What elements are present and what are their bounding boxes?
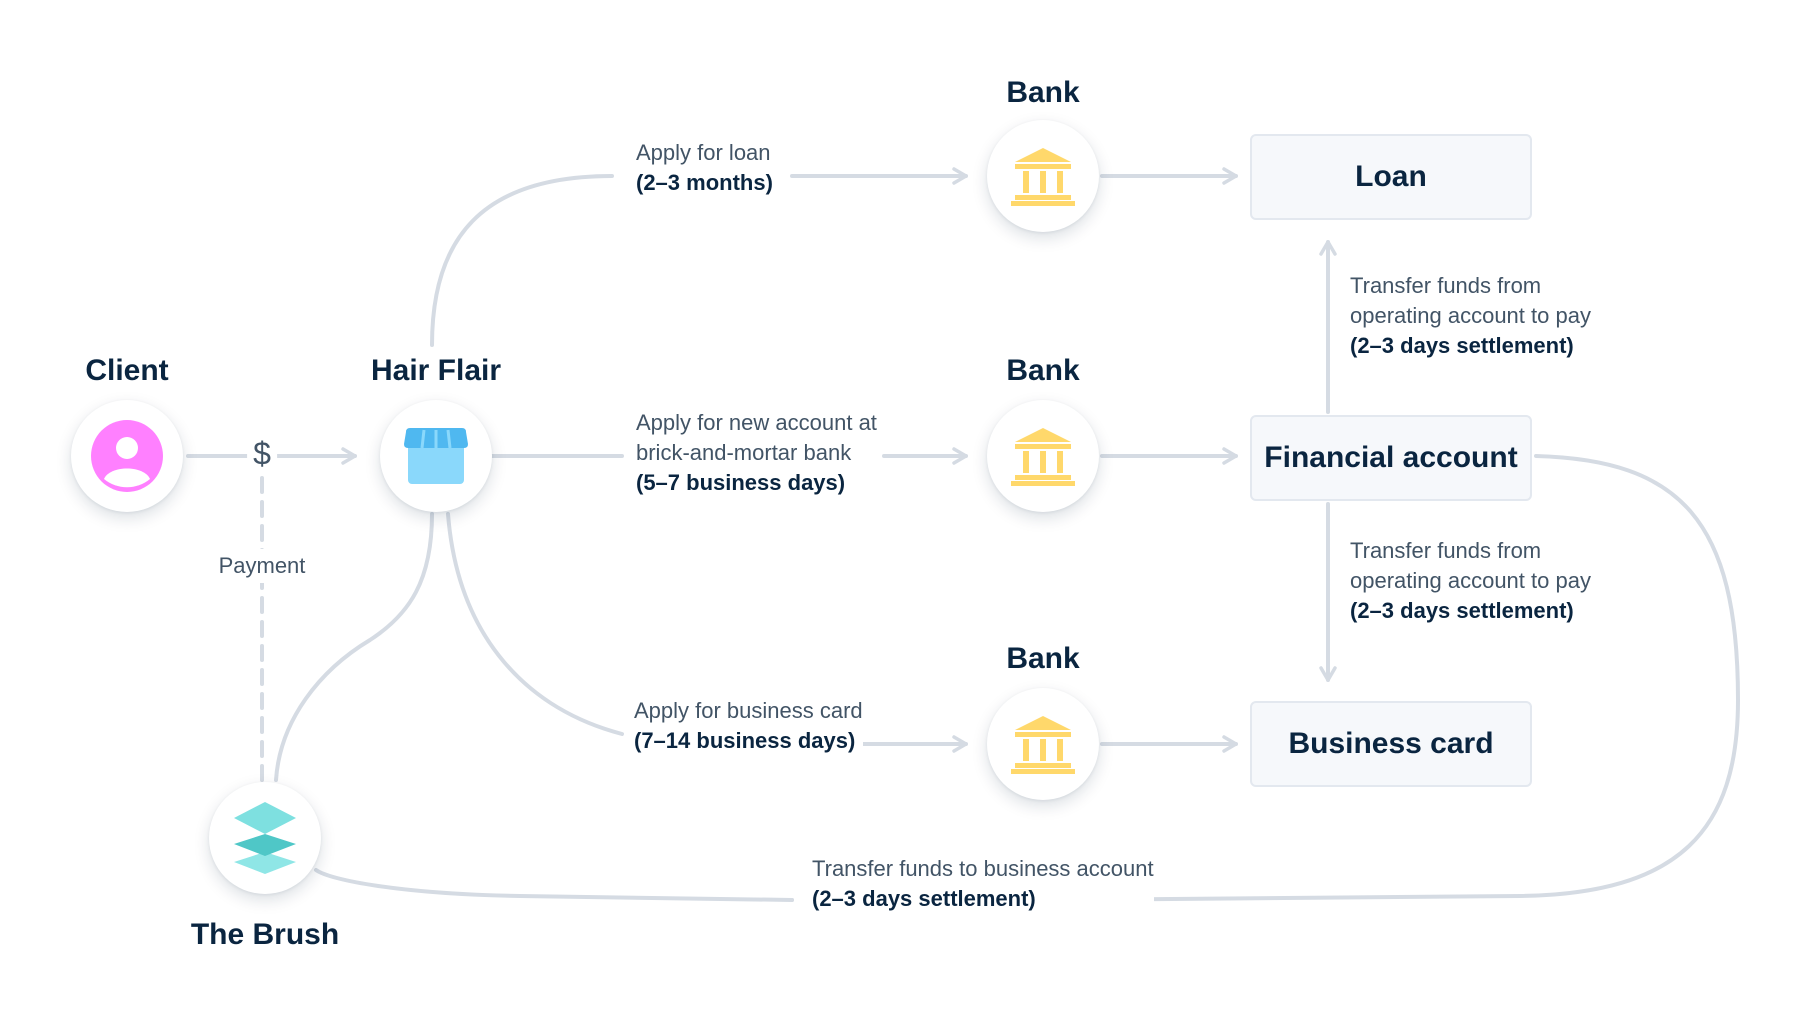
bank-top-label: Bank — [1006, 76, 1080, 109]
transfer-card-text-2: operating account to pay — [1350, 568, 1591, 593]
apply-loan-duration: (2–3 months) — [636, 170, 773, 195]
apply-card-text: Apply for business card — [634, 698, 863, 723]
bank-bottom-node[interactable] — [987, 688, 1099, 800]
transfer-loan-text-2: operating account to pay — [1350, 303, 1591, 328]
transfer-card-note: Transfer funds from operating account to… — [1350, 536, 1591, 626]
apply-loan-note: Apply for loan (2–3 months) — [636, 138, 773, 198]
bank-top-node[interactable] — [987, 120, 1099, 232]
apply-card-note: Apply for business card (7–14 business d… — [634, 696, 863, 756]
bank-icon — [1011, 716, 1075, 774]
apply-account-note: Apply for new account at brick-and-morta… — [636, 408, 877, 498]
apply-account-text-1: Apply for new account at — [636, 410, 877, 435]
layers-icon — [234, 802, 296, 874]
hairflair-to-card-curve — [446, 512, 624, 736]
financial-account-box[interactable]: Financial account — [1250, 415, 1532, 501]
transfer-card-text-1: Transfer funds from — [1350, 538, 1542, 563]
hairflair-label: Hair Flair — [370, 354, 502, 387]
transfer-to-brush-curve — [314, 868, 794, 902]
hairflair-node[interactable] — [380, 400, 492, 512]
transfer-loan-duration: (2–3 days settlement) — [1350, 333, 1574, 358]
transfer-business-note: Transfer funds to business account (2–3 … — [812, 854, 1154, 914]
transfer-card-duration: (2–3 days settlement) — [1350, 598, 1574, 623]
bank-bottom-label: Bank — [1006, 642, 1080, 675]
bank-middle-label: Bank — [1006, 354, 1080, 387]
bank-middle-node[interactable] — [987, 400, 1099, 512]
transfer-business-text: Transfer funds to business account — [812, 856, 1154, 881]
client-label: Client — [85, 354, 169, 387]
transfer-business-duration: (2–3 days settlement) — [812, 886, 1036, 911]
storefront-icon — [404, 428, 468, 484]
loan-box[interactable]: Loan — [1250, 134, 1532, 220]
hairflair-to-loan-curve — [430, 174, 614, 347]
user-icon — [91, 420, 163, 492]
dollar-sign: $ — [247, 435, 277, 473]
thebrush-node[interactable] — [209, 782, 321, 894]
payment-label: Payment — [218, 549, 306, 583]
apply-account-duration: (5–7 business days) — [636, 470, 846, 495]
apply-account-text-2: brick-and-mortar bank — [636, 440, 852, 465]
hairflair-to-brush-curve — [274, 512, 434, 782]
financial-loop-curve — [1046, 454, 1741, 902]
bank-icon — [1011, 148, 1075, 206]
business-card-box[interactable]: Business card — [1250, 701, 1532, 787]
transfer-loan-text-1: Transfer funds from — [1350, 273, 1542, 298]
apply-loan-text: Apply for loan — [636, 140, 771, 165]
apply-card-duration: (7–14 business days) — [634, 728, 856, 753]
thebrush-label: The Brush — [190, 918, 340, 951]
transfer-loan-note: Transfer funds from operating account to… — [1350, 271, 1591, 361]
bank-icon — [1011, 428, 1075, 486]
client-node[interactable] — [71, 400, 183, 512]
